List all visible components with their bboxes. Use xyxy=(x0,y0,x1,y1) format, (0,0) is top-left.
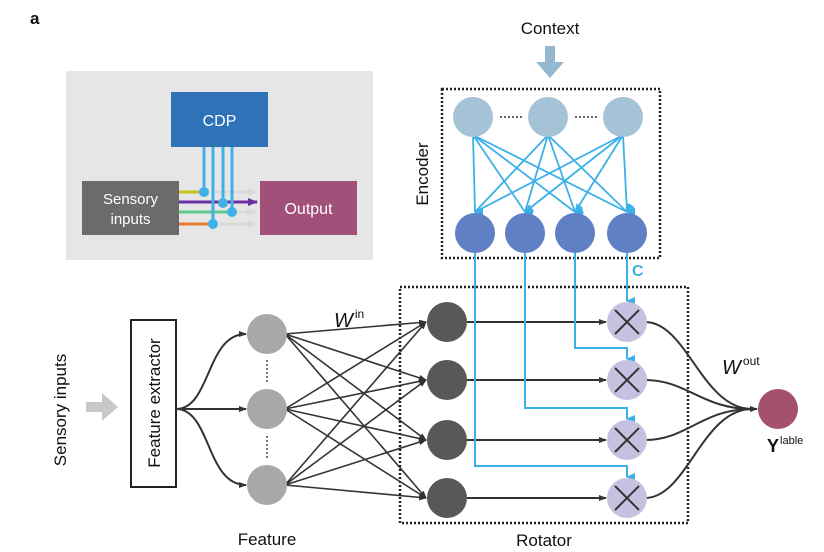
main-nodes xyxy=(247,302,798,518)
panel-label: a xyxy=(30,9,40,28)
encoder-output-node xyxy=(505,213,545,253)
w-in-edge xyxy=(284,319,427,335)
y-sup: lable xyxy=(780,435,803,447)
encoder-nodes xyxy=(453,97,647,253)
w-in-edge xyxy=(284,379,427,486)
rotator-node xyxy=(427,420,467,460)
w-in-edge xyxy=(284,378,427,410)
w-in-edge xyxy=(284,408,427,442)
inset-sensory-box xyxy=(82,181,179,235)
inset-panel: CDP Sensory inputs Output xyxy=(66,71,373,260)
encoder-output-node xyxy=(555,213,595,253)
inset-output-box xyxy=(260,181,357,235)
context-node xyxy=(453,97,493,137)
encoder-edges xyxy=(472,134,636,221)
encoder-edge xyxy=(622,134,636,216)
w-in-edge xyxy=(284,321,427,486)
sensory-arrow-icon xyxy=(86,393,118,421)
w-in-sup: in xyxy=(355,307,364,321)
context-route xyxy=(524,253,635,423)
rotator-node xyxy=(427,478,467,518)
c-label: C xyxy=(632,263,644,280)
encoder-edge xyxy=(524,134,624,221)
w-in-base: W xyxy=(334,310,355,332)
encoder-edge xyxy=(524,134,549,219)
cdp-label: CDP xyxy=(203,113,237,130)
encoder-edge xyxy=(474,134,624,221)
w-out-edge xyxy=(644,321,753,410)
feature-node xyxy=(247,465,287,505)
context-arrow-icon xyxy=(536,46,564,78)
encoder-edge xyxy=(547,134,636,213)
inset-sensory-label-2: inputs xyxy=(110,211,150,228)
feature-node xyxy=(247,389,287,429)
w-in-edge xyxy=(284,439,427,486)
w-out-sup: out xyxy=(743,354,760,368)
gate-dot xyxy=(199,187,209,197)
encoder-label: Encoder xyxy=(413,142,432,206)
inset-sensory-label-1: Sensory xyxy=(103,191,159,208)
w-in-edge xyxy=(284,333,427,381)
context-route xyxy=(574,253,635,363)
encoder-box xyxy=(440,87,662,260)
w-in-edge xyxy=(284,484,427,501)
feature-label: Feature xyxy=(238,530,297,549)
extractor-edge xyxy=(175,331,247,410)
encoder-edge xyxy=(547,134,584,214)
inset-output-label: Output xyxy=(284,201,333,218)
w-out-edge xyxy=(644,379,753,410)
feature-extractor-label: Feature extractor xyxy=(145,338,164,468)
encoder-output-node xyxy=(455,213,495,253)
y-label: Ylable xyxy=(767,435,803,456)
encoder-edge xyxy=(472,134,534,213)
cdp-box xyxy=(171,92,268,147)
output-node xyxy=(758,389,798,429)
encoder-output-node xyxy=(607,213,647,253)
context-node xyxy=(528,97,568,137)
w-out-edge xyxy=(644,408,753,499)
encoder-edge xyxy=(474,134,549,221)
context-node xyxy=(603,97,643,137)
y-base: Y xyxy=(767,436,779,456)
encoder-edge xyxy=(472,134,584,213)
context-label: Context xyxy=(521,19,580,38)
feature-node xyxy=(247,314,287,354)
main-edges xyxy=(175,319,758,501)
rotator-node xyxy=(427,302,467,342)
feature-extractor-box xyxy=(130,319,177,488)
w-in-edge xyxy=(284,408,427,499)
w-in-edge xyxy=(284,333,427,499)
w-in-edge xyxy=(284,321,427,410)
rotator-label: Rotator xyxy=(516,531,572,550)
context-route xyxy=(474,253,635,481)
rotator-box xyxy=(398,285,690,525)
extractor-edge xyxy=(175,408,247,488)
rotator-node xyxy=(427,360,467,400)
multiply-icon xyxy=(614,309,640,335)
multiply-icon xyxy=(614,367,640,393)
multiply-icon xyxy=(614,485,640,511)
gate-dot xyxy=(227,207,237,217)
encoder-edge xyxy=(472,134,484,216)
encoder-edge xyxy=(574,134,624,220)
gate-dot xyxy=(208,219,218,229)
multiply-icon xyxy=(614,427,640,453)
gate-dot xyxy=(218,198,228,208)
w-out-edge xyxy=(644,408,753,441)
context-routes xyxy=(474,253,635,481)
sensory-inputs-label: Sensory inputs xyxy=(51,354,70,466)
w-in-edge xyxy=(284,333,427,441)
w-out-base: W xyxy=(722,357,743,379)
